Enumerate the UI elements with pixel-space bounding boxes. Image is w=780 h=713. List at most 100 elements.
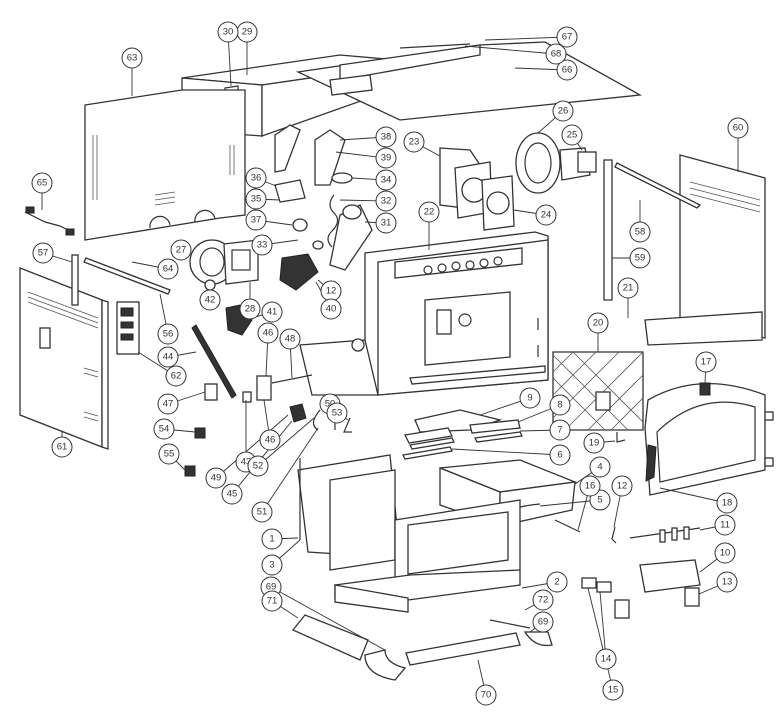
leader-line <box>270 586 386 651</box>
callout-circle <box>549 419 571 441</box>
part-auger-tube <box>329 204 373 271</box>
leader-line <box>261 427 319 513</box>
callout-65: 65 <box>31 172 53 194</box>
callout-35: 35 <box>245 188 267 210</box>
callout-label: 27 <box>176 245 187 256</box>
callout-circle <box>583 432 605 454</box>
callout-circle <box>31 172 53 194</box>
callout-label: 16 <box>585 481 596 492</box>
part-control-board <box>116 301 140 355</box>
callout-13: 13 <box>716 571 738 593</box>
callout-circle <box>403 131 425 153</box>
callout-36: 36 <box>245 167 267 189</box>
leader-line <box>215 414 289 479</box>
callout-circle <box>587 312 609 334</box>
callout-56: 56 <box>157 323 179 345</box>
callout-circle <box>549 394 571 416</box>
callout-circle <box>261 554 283 576</box>
callout-circle <box>375 147 397 169</box>
callout-label: 19 <box>589 438 600 449</box>
callout-63: 63 <box>121 47 143 69</box>
callout-circle <box>259 429 281 451</box>
callout-61: 61 <box>51 436 73 458</box>
part-firebrick-panel <box>552 351 644 431</box>
callout-25: 25 <box>561 124 583 146</box>
callout-label: 14 <box>601 654 612 665</box>
callout-17: 17 <box>695 351 717 373</box>
callout-52: 52 <box>247 455 269 477</box>
callout-label: 50 <box>325 399 336 410</box>
callout-label: 12 <box>617 481 628 492</box>
callout-62: 62 <box>165 365 187 387</box>
part-power-cord <box>24 206 75 236</box>
callout-46: 46 <box>259 429 281 451</box>
callout-circle <box>153 418 175 440</box>
part-combustion-blower <box>515 132 597 194</box>
callout-12: 12 <box>611 475 633 497</box>
callout-circle <box>170 239 192 261</box>
leader-line <box>587 587 614 691</box>
callout-label: 69 <box>538 617 549 628</box>
callout-circle <box>535 204 557 226</box>
callout-55: 55 <box>158 443 180 465</box>
callout-24: 24 <box>535 204 557 226</box>
callout-29: 29 <box>236 21 258 43</box>
callout-label: 68 <box>551 49 562 60</box>
callout-circle <box>552 100 574 122</box>
callout-40: 40 <box>320 298 342 320</box>
callout-circle <box>121 47 143 69</box>
callout-70: 70 <box>475 684 497 706</box>
callout-circle <box>532 589 554 611</box>
leader-line <box>599 591 607 660</box>
callout-circle <box>375 126 397 148</box>
callout-22: 22 <box>418 201 440 223</box>
callout-label: 30 <box>223 27 234 38</box>
part-drive-belt <box>184 279 352 477</box>
part-room-blower <box>189 239 259 285</box>
callout-circle <box>532 611 554 633</box>
callout-42: 42 <box>199 289 221 311</box>
callout-circle <box>375 169 397 191</box>
callout-label: 23 <box>409 137 420 148</box>
leader-line <box>451 448 561 456</box>
callout-circle <box>251 501 273 523</box>
callout-circle <box>714 542 736 564</box>
leader-line <box>484 36 568 41</box>
callout-circle <box>561 124 583 146</box>
callout-label: 70 <box>481 690 492 701</box>
callout-label: 71 <box>267 596 278 607</box>
callout-9: 9 <box>519 387 541 409</box>
part-left-side-panel <box>19 254 171 450</box>
callout-label: 60 <box>733 123 744 134</box>
callout-label: 13 <box>722 577 733 588</box>
callout-label: 11 <box>720 520 730 531</box>
callout-54: 54 <box>153 418 175 440</box>
callout-27: 27 <box>170 239 192 261</box>
callout-circle <box>221 483 243 505</box>
callout-label: 2 <box>554 577 559 588</box>
callout-30: 30 <box>217 21 239 43</box>
callout-label: 64 <box>163 264 174 275</box>
callout-45: 45 <box>221 483 243 505</box>
callout-26: 26 <box>552 100 574 122</box>
leader-line <box>257 417 315 467</box>
callout-circle <box>261 301 283 323</box>
callout-8: 8 <box>549 394 571 416</box>
callout-circle <box>695 351 717 373</box>
callout-circle <box>375 212 397 234</box>
callout-31: 31 <box>375 212 397 234</box>
callout-label: 37 <box>251 215 262 226</box>
callout-circle <box>157 323 179 345</box>
callout-circle <box>519 387 541 409</box>
part-right-side-panel <box>603 154 766 346</box>
part-top-lid <box>295 41 643 121</box>
callout-circle <box>320 298 342 320</box>
part-door <box>644 382 774 496</box>
callout-label: 52 <box>253 461 264 472</box>
callout-label: 35 <box>251 194 262 205</box>
callout-label: 65 <box>37 178 48 189</box>
callout-label: 22 <box>424 207 435 218</box>
callout-60: 60 <box>727 117 749 139</box>
callout-label: 6 <box>557 450 562 461</box>
